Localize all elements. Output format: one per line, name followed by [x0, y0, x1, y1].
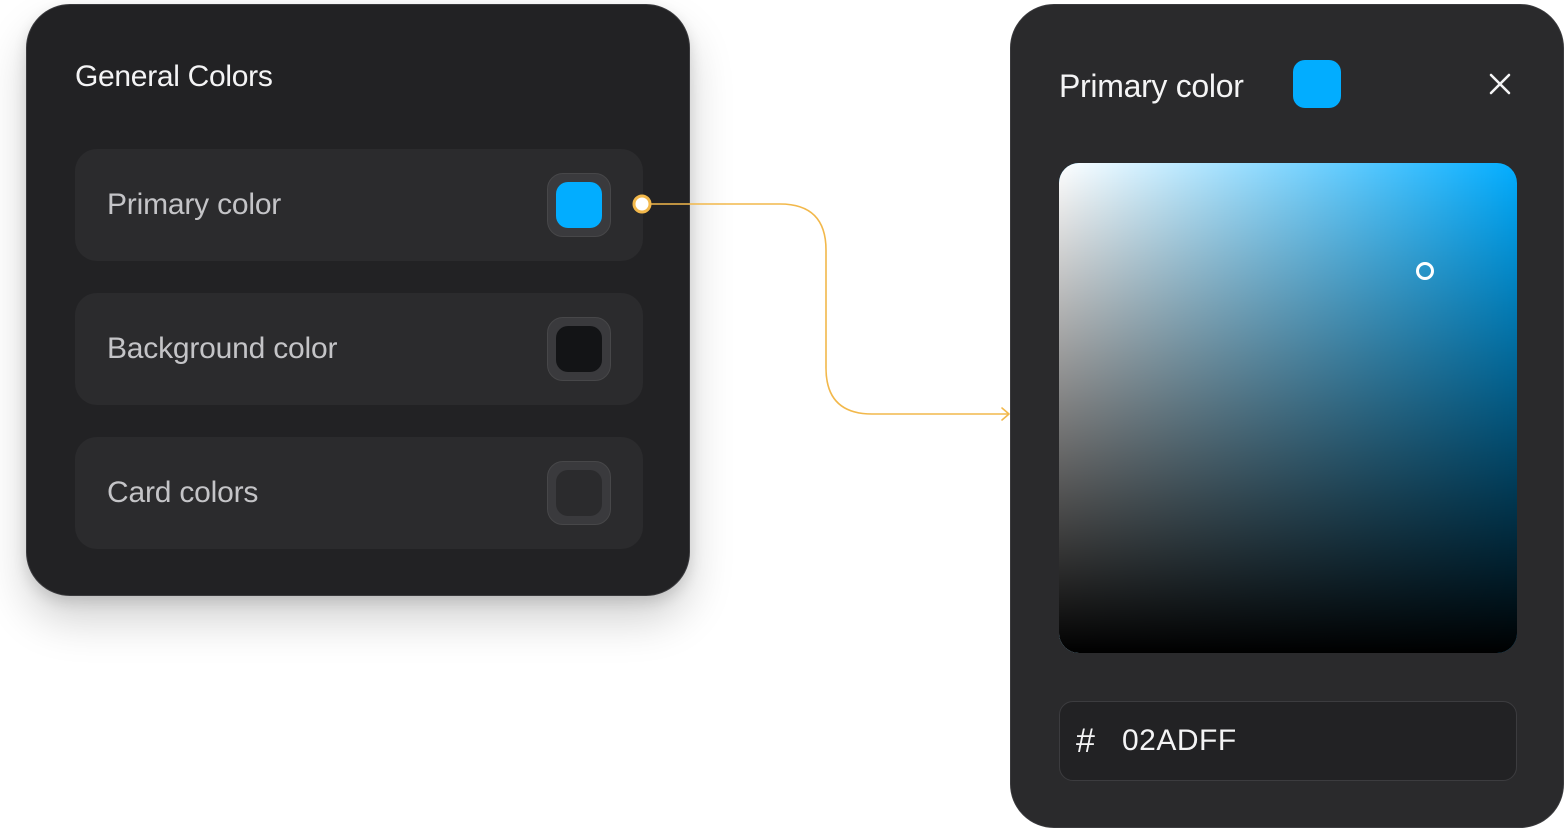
row-label: Card colors [107, 476, 259, 509]
saturation-brightness-area[interactable] [1059, 163, 1517, 653]
card-colors-swatch[interactable] [547, 461, 611, 525]
primary-color-row[interactable]: Primary color [75, 149, 643, 261]
panel-title: General Colors [75, 60, 273, 93]
picker-title: Primary color [1059, 68, 1244, 104]
background-color-swatch[interactable] [547, 317, 611, 381]
background-color-row[interactable]: Background color [75, 293, 643, 405]
hex-field[interactable]: # [1059, 701, 1517, 781]
row-label: Primary color [107, 188, 282, 221]
card-colors-row[interactable]: Card colors [75, 437, 643, 549]
connector-path [642, 203, 1008, 415]
current-color-swatch [1293, 60, 1341, 108]
black-gradient [1059, 163, 1517, 653]
color-picker-handle[interactable] [1416, 261, 1435, 280]
row-label: Background color [107, 332, 338, 365]
swatch-fill [556, 326, 602, 372]
hex-input[interactable] [1122, 718, 1492, 764]
swatch-fill [556, 470, 602, 516]
general-colors-panel: General Colors Primary color Background … [26, 4, 690, 596]
hash-icon: # [1076, 722, 1095, 760]
close-icon [1489, 73, 1511, 95]
swatch-fill [556, 182, 602, 228]
color-picker-panel: Primary color # [1010, 4, 1564, 828]
close-button[interactable] [1481, 65, 1519, 103]
connector-arrow-icon [1001, 407, 1010, 421]
primary-color-swatch[interactable] [547, 173, 611, 237]
